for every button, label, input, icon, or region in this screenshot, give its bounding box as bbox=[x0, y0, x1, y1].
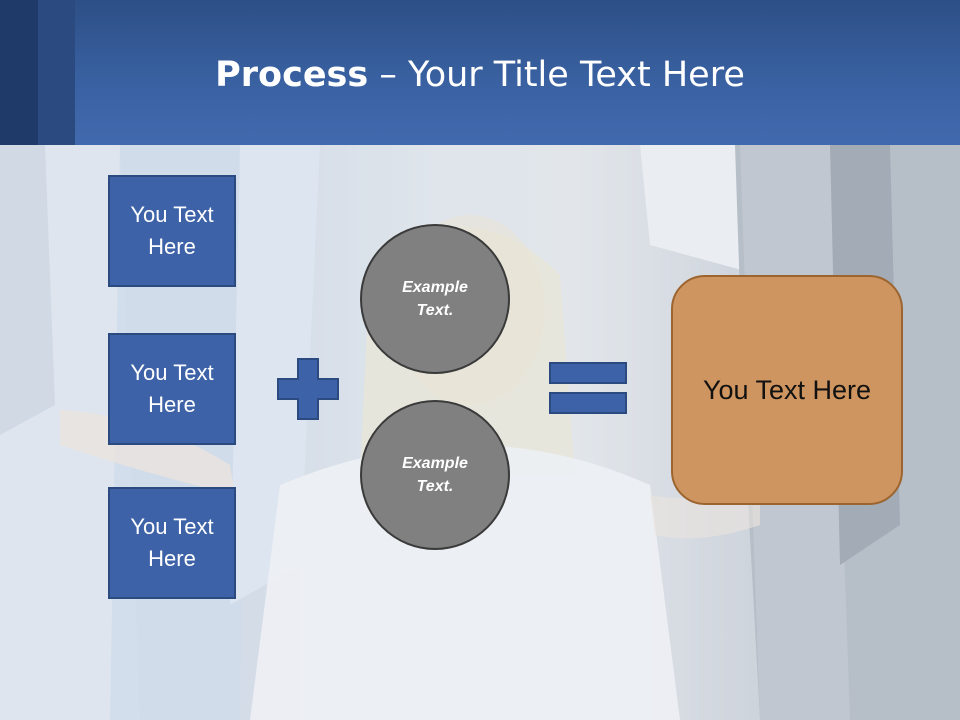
operand-circle-2-line1: Example bbox=[402, 455, 468, 472]
slide-title-bold: Process bbox=[215, 55, 369, 95]
operand-circle-1-line2: Text. bbox=[416, 302, 454, 319]
header-accent-stripe-dark bbox=[0, 0, 38, 145]
input-box-2-line1: You Text bbox=[130, 360, 214, 385]
input-box-3-line1: You Text bbox=[130, 514, 214, 539]
plus-icon[interactable] bbox=[277, 358, 339, 420]
operand-circle-1[interactable]: Example Text. bbox=[360, 224, 510, 374]
input-box-1[interactable]: You Text Here bbox=[108, 175, 236, 287]
header-accent-stripe-mid bbox=[38, 0, 75, 145]
input-box-3-label: You Text Here bbox=[130, 511, 213, 575]
input-box-2-label: You Text Here bbox=[130, 357, 213, 421]
operand-circle-2[interactable]: Example Text. bbox=[360, 400, 510, 550]
operand-circle-1-line1: Example bbox=[402, 279, 468, 296]
result-box[interactable]: You Text Here bbox=[671, 275, 903, 505]
input-box-3-line2: Here bbox=[148, 546, 196, 571]
operand-circle-1-label: Example Text. bbox=[390, 276, 480, 322]
result-box-label: You Text Here bbox=[702, 374, 872, 405]
input-box-3[interactable]: You Text Here bbox=[108, 487, 236, 599]
title-bar: Process – Your Title Text Here bbox=[0, 0, 960, 145]
slide-title[interactable]: Process – Your Title Text Here bbox=[0, 54, 960, 96]
slide-title-rest: – Your Title Text Here bbox=[368, 55, 745, 95]
input-box-1-line1: You Text bbox=[130, 202, 214, 227]
operand-circle-2-line2: Text. bbox=[416, 478, 454, 495]
input-box-2[interactable]: You Text Here bbox=[108, 333, 236, 445]
input-box-1-label: You Text Here bbox=[130, 199, 213, 263]
equals-icon[interactable] bbox=[549, 362, 627, 414]
input-box-2-line2: Here bbox=[148, 392, 196, 417]
operand-circle-2-label: Example Text. bbox=[390, 452, 480, 498]
input-box-1-line2: Here bbox=[148, 234, 196, 259]
